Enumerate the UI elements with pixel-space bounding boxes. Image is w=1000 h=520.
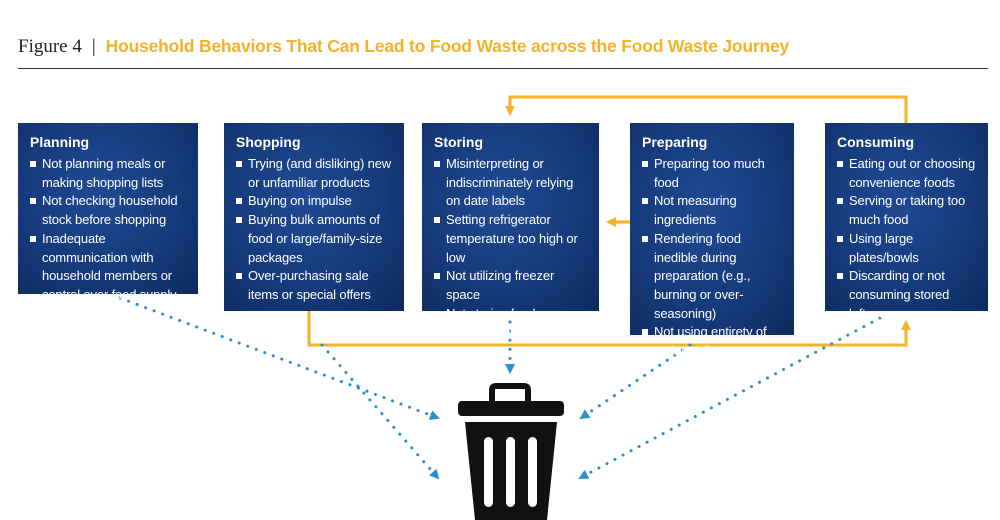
stage-item: Serving or taking too much food	[837, 192, 978, 229]
stage-box-consuming: Consuming Eating out or choosing conveni…	[825, 123, 988, 321]
loop-arrow-shopping-to-consuming	[307, 311, 911, 347]
dotted-arrow-preparing-to-waste	[579, 343, 692, 420]
stage-item: Not planning meals or making shopping li…	[30, 155, 188, 192]
figure-separator: |	[91, 36, 96, 57]
stage-box-storing: Storing Misinterpreting or indiscriminat…	[422, 123, 599, 339]
stage-title-consuming: Consuming	[837, 134, 914, 150]
stage-item: Rendering food inedible during preparati…	[642, 230, 784, 324]
stage-box-preparing: Preparing Preparing too much food Not me…	[630, 123, 794, 377]
stage-item: Trying (and disliking) new or unfamiliar…	[236, 155, 394, 192]
figure-title: Household Behaviors That Can Lead to Foo…	[105, 36, 790, 56]
stage-item: Not checking household stock before shop…	[30, 192, 188, 229]
stage-item: Buying on impulse	[236, 192, 394, 211]
stage-item: Not utilizing freezer space	[434, 267, 589, 304]
loop-arrow-consuming-to-storing	[505, 95, 908, 123]
stage-item: Preparing too much food	[642, 155, 784, 192]
stage-title-planning: Planning	[30, 134, 90, 150]
dotted-arrow-consuming-to-waste	[578, 316, 882, 480]
stage-title-storing: Storing	[434, 134, 483, 150]
dotted-arrow-planning-to-waste	[118, 296, 440, 420]
stage-item: Not using entirety of an ingredient or p…	[642, 323, 784, 379]
figure-label: Figure 4	[18, 36, 82, 57]
stage-item: Not measuring ingredients	[642, 192, 784, 229]
trash-can-icon	[458, 383, 564, 520]
stage-item: Eating out or choosing convenience foods	[837, 155, 978, 192]
stage-box-shopping: Shopping Trying (and disliking) new or u…	[224, 123, 404, 311]
stage-item: Discarding or not consuming stored lefto…	[837, 267, 978, 323]
stage-item: Not storing food appropriately	[434, 305, 589, 342]
stage-item: Setting refrigerator temperature too hig…	[434, 211, 589, 267]
stage-item: Misinterpreting or indiscriminately rely…	[434, 155, 589, 211]
dotted-arrow-shopping-to-waste	[320, 343, 440, 480]
stage-title-shopping: Shopping	[236, 134, 301, 150]
stage-box-planning: Planning Not planning meals or making sh…	[18, 123, 198, 302]
stage-item: Using large plates/bowls	[837, 230, 978, 267]
stage-item: Inadequate communication with household …	[30, 230, 188, 305]
stage-item: Buying bulk amounts of food or large/fam…	[236, 211, 394, 267]
header-rule	[18, 68, 988, 69]
stage-title-preparing: Preparing	[642, 134, 708, 150]
stage-item: Over-purchasing sale items or special of…	[236, 267, 394, 304]
figure-header: Figure 4 | Household Behaviors That Can …	[18, 36, 988, 60]
